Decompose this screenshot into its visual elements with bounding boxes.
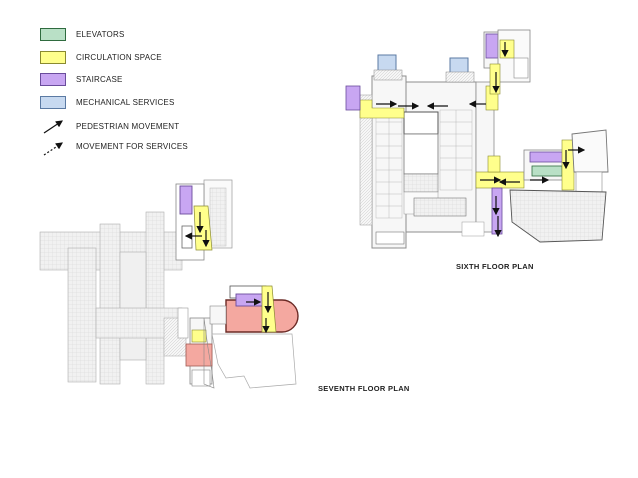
legend-item-elevators: ELEVATORS bbox=[40, 26, 124, 42]
legend-label: MOVEMENT FOR SERVICES bbox=[76, 141, 188, 151]
legend-label: ELEVATORS bbox=[76, 29, 125, 39]
legend-item-staircase: STAIRCASE bbox=[40, 71, 123, 87]
sixth-pedestrian-arrows bbox=[376, 42, 586, 238]
pedestrian-arrow-spacer bbox=[40, 118, 68, 134]
seventh-pedestrian-arrows bbox=[184, 212, 272, 334]
sixth-floor-plan bbox=[345, 29, 609, 249]
services-arrow-spacer bbox=[40, 138, 68, 154]
mechanical-swatch bbox=[40, 95, 66, 109]
circulation-swatch bbox=[40, 50, 66, 64]
legend-item-mechanical: MECHANICAL SERVICES bbox=[40, 94, 175, 110]
legend-item-pedestrian: PEDESTRIAN MOVEMENT bbox=[40, 118, 179, 134]
legend-label: PEDESTRIAN MOVEMENT bbox=[76, 121, 180, 131]
elevators-swatch bbox=[40, 27, 66, 41]
legend-item-circulation: CIRCULATION SPACE bbox=[40, 49, 162, 65]
seventh-floor-plan bbox=[39, 179, 299, 389]
legend-item-services: MOVEMENT FOR SERVICES bbox=[40, 138, 188, 154]
legend-label: STAIRCASE bbox=[76, 74, 123, 84]
sixth-floor-title: SIXTH FLOOR PLAN bbox=[456, 262, 534, 271]
staircase-swatch bbox=[40, 72, 66, 86]
legend-pedestrian-arrow-icon bbox=[43, 120, 63, 134]
legend-label: CIRCULATION SPACE bbox=[76, 52, 162, 62]
seventh-floor-title: SEVENTH FLOOR PLAN bbox=[318, 384, 410, 393]
office-desks bbox=[375, 109, 473, 219]
legend-label: MECHANICAL SERVICES bbox=[76, 97, 175, 107]
